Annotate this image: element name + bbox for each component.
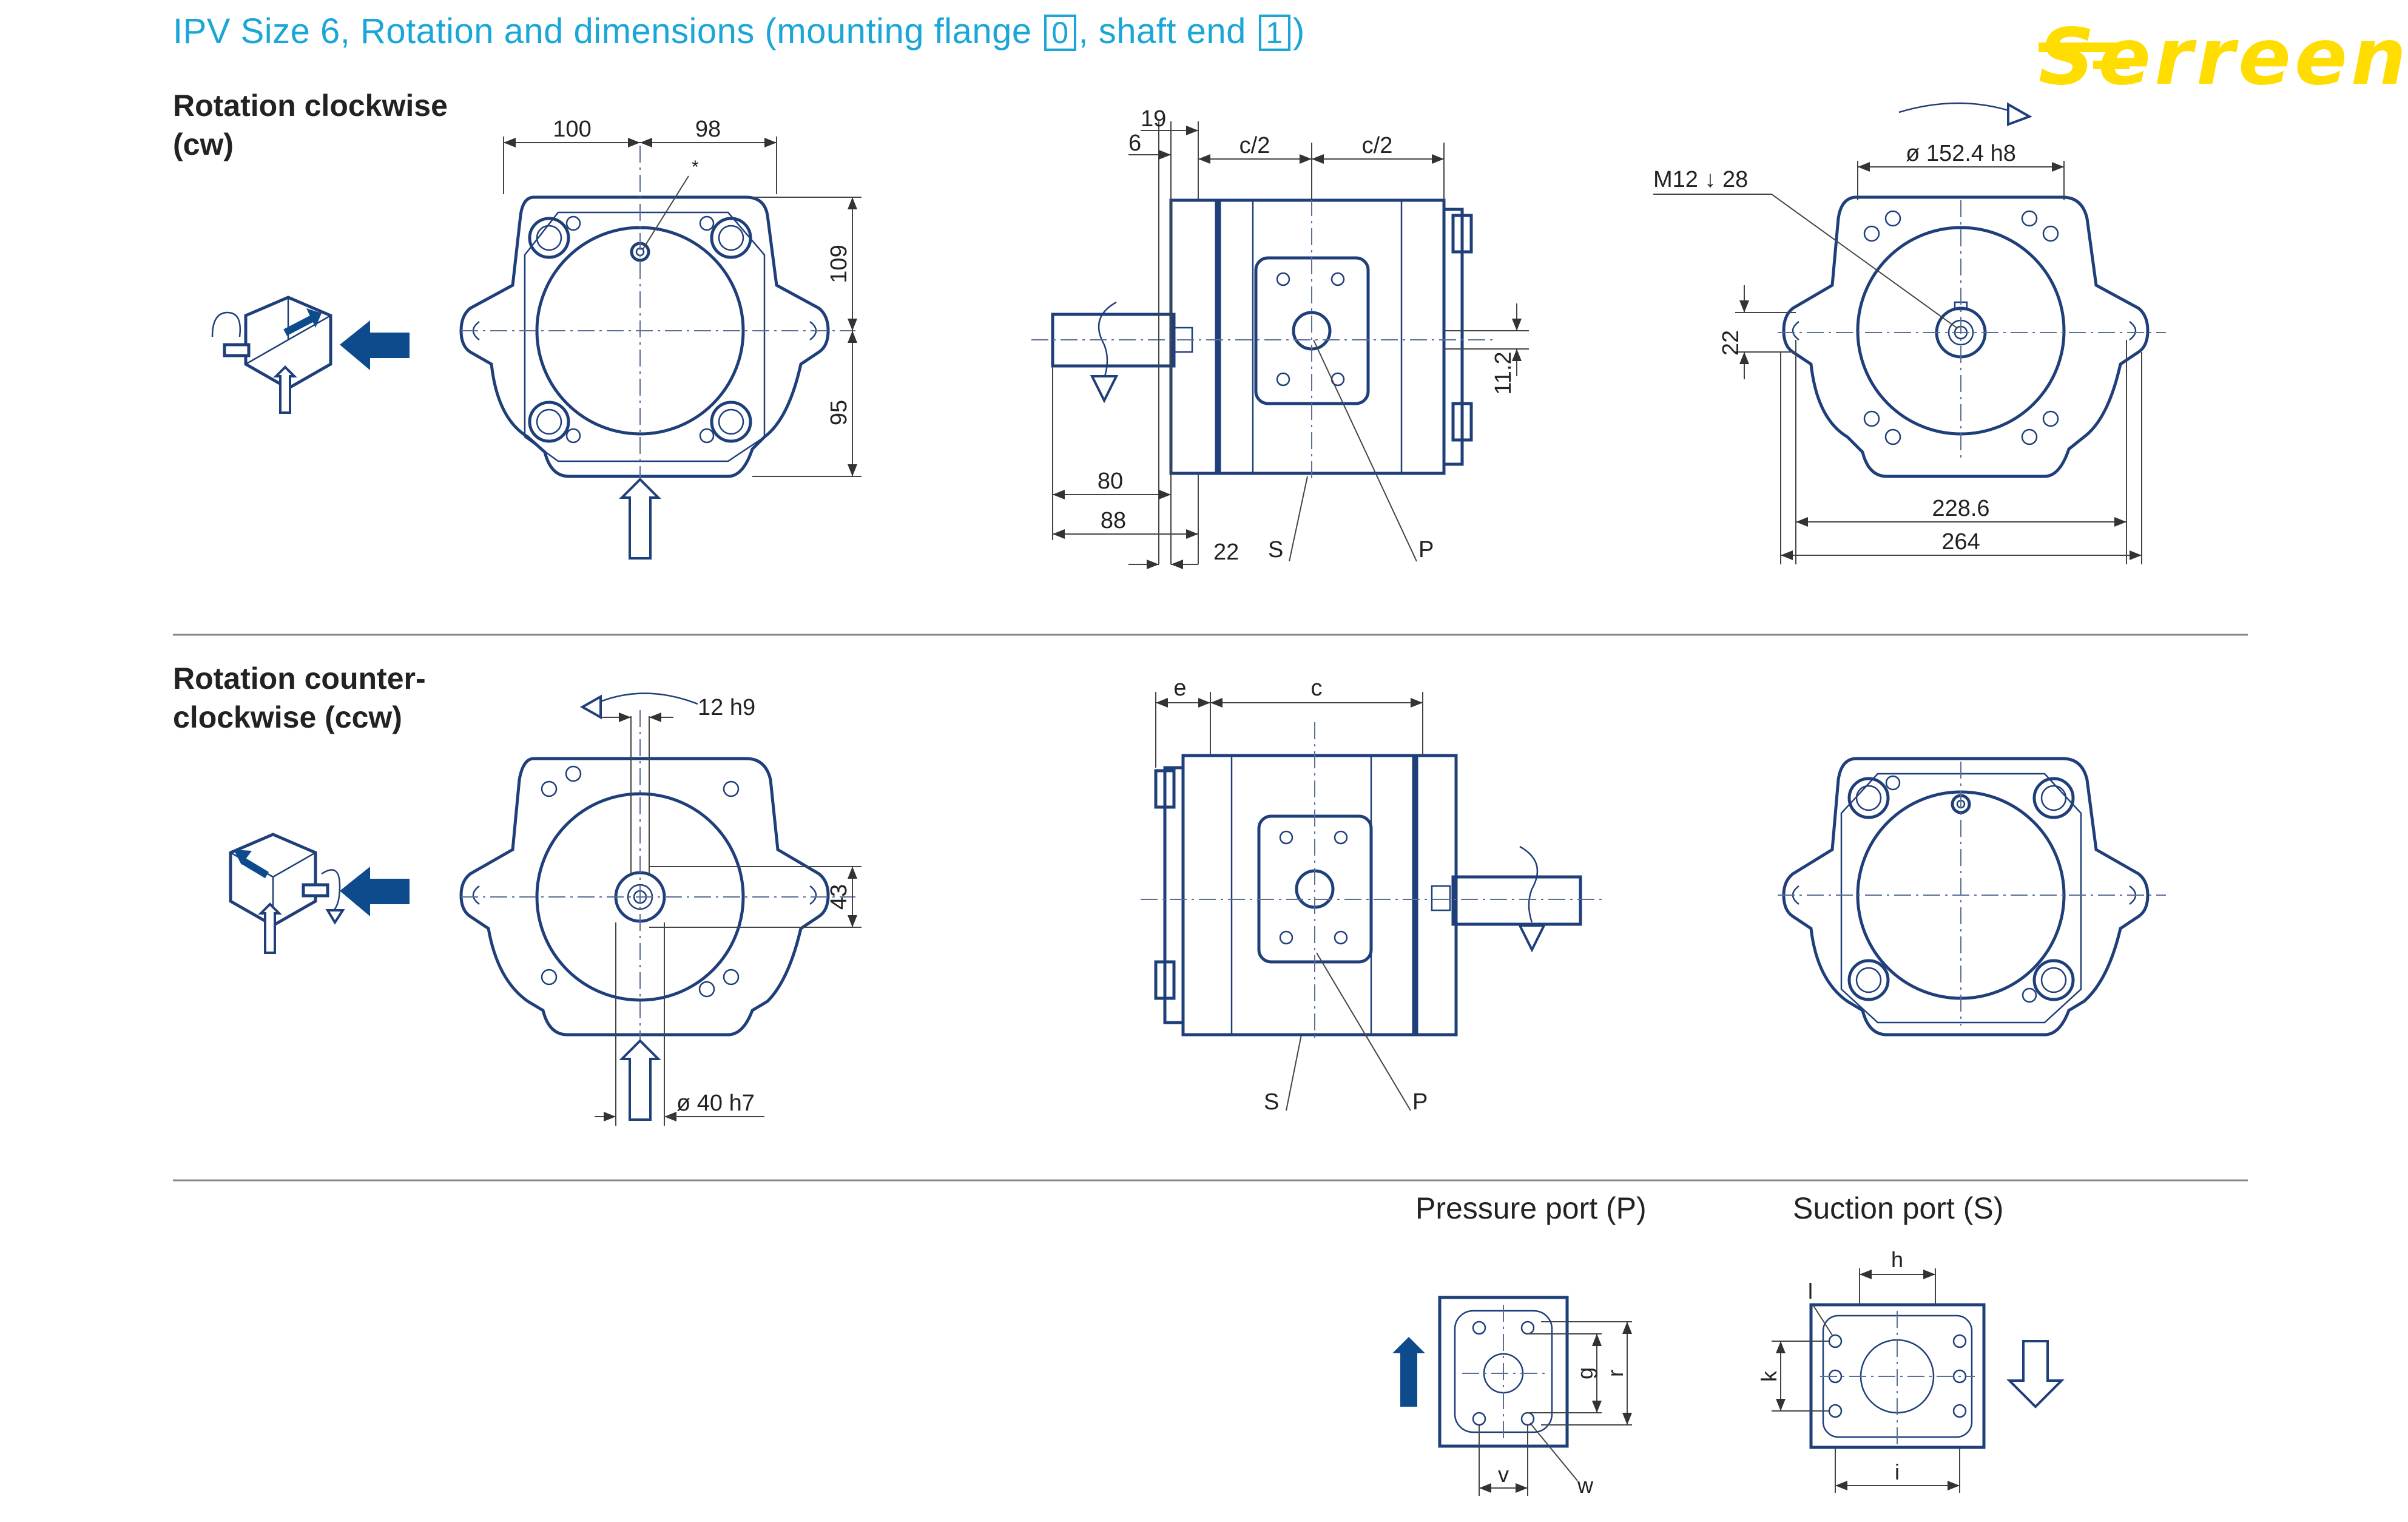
label-p-ccw: P: [1412, 1089, 1428, 1115]
dim-22-rear: 22: [1718, 330, 1744, 356]
dim-v: v: [1498, 1462, 1509, 1487]
label-p-cw: P: [1418, 537, 1434, 563]
flow-arrow-cw: [340, 320, 410, 370]
dim-i: i: [1895, 1459, 1900, 1484]
dim-228-6: 228.6: [1932, 496, 1989, 521]
title-end-text: ): [1292, 12, 1305, 51]
shaft-code-box: 1: [1258, 15, 1290, 51]
ccw-front-view: [459, 692, 855, 1121]
dim-43: 43: [826, 884, 852, 910]
dim-100: 100: [553, 117, 591, 142]
ccw-side-view: [1141, 722, 1602, 1038]
cw-rear-dims: M12 ↓ 28 ø 152.4 h8 22 228.6 264: [1653, 141, 2142, 564]
rotation-icon-cw: [211, 296, 410, 414]
dim-40-h7: ø 40 h7: [676, 1091, 755, 1116]
dim-r: r: [1603, 1370, 1628, 1377]
dim-11-2: 11.2: [1491, 351, 1516, 394]
dim-109: 109: [826, 245, 852, 283]
dim-95: 95: [826, 400, 852, 425]
logo-stripes: [2039, 42, 2130, 69]
cw-side-dims: 19 6 c/2 c/2 11.2 80 88 22 S P: [1052, 106, 1529, 569]
ccw-rear-view: [1778, 757, 2166, 1037]
dim-c-half-b: c/2: [1362, 133, 1393, 158]
dim-88: 88: [1101, 508, 1126, 533]
dim-g: g: [1573, 1367, 1597, 1379]
dim-bore-152: ø 152.4 h8: [1906, 141, 2016, 166]
cw-side-view: [1031, 170, 1492, 479]
cw-label-line2: (cw): [173, 127, 234, 161]
dim-98: 98: [695, 117, 721, 142]
dim-264: 264: [1941, 529, 1980, 555]
dim-thread: M12 ↓ 28: [1653, 167, 1748, 192]
pressure-port-title: Pressure port (P): [1415, 1191, 1647, 1225]
ccw-front-dims: 12 h9 43 ø 40 h7: [595, 695, 862, 1126]
title-text: IPV Size 6, Rotation and dimensions (mou…: [173, 12, 1042, 51]
dim-star: *: [692, 157, 699, 177]
logo-text: Serreen: [2039, 12, 2408, 103]
title-mid-text: , shaft end: [1078, 12, 1256, 51]
suction-port-title: Suction port (S): [1793, 1191, 2004, 1225]
brand-logo: Serreen: [2039, 12, 2408, 103]
dim-12-h9: 12 h9: [698, 695, 755, 720]
suction-port-detail: h l k i: [1756, 1247, 2065, 1493]
cw-front-view: [459, 146, 855, 560]
ccw-side-dims: e c S P: [1155, 675, 1428, 1115]
dim-l: l: [1808, 1279, 1813, 1304]
dim-c: c: [1311, 675, 1323, 701]
dim-k: k: [1756, 1370, 1781, 1382]
dim-19: 19: [1141, 106, 1166, 132]
inlet-arrow-ccw: [619, 1039, 661, 1121]
dim-h: h: [1891, 1247, 1903, 1272]
dim-w: w: [1577, 1473, 1594, 1498]
cw-rear-view: [1778, 102, 2166, 478]
cw-label-line1: Rotation clockwise: [173, 89, 448, 123]
section-label-ccw: Rotation counter- clockwise (ccw): [173, 659, 426, 737]
dim-e: e: [1173, 675, 1186, 701]
suction-arrow-down-icon: [2006, 1340, 2065, 1409]
dim-80: 80: [1098, 468, 1123, 494]
pressure-arrow-up-icon: [1392, 1337, 1425, 1407]
inlet-arrow-cw: [619, 478, 661, 560]
flow-arrow-ccw: [340, 867, 410, 916]
ccw-label-line2: clockwise (ccw): [173, 700, 402, 734]
dim-c-half-a: c/2: [1239, 133, 1270, 158]
label-s-ccw: S: [1264, 1089, 1279, 1115]
ccw-label-line1: Rotation counter-: [173, 661, 426, 695]
rotation-icon-ccw: [229, 833, 410, 954]
flange-code-box: 0: [1044, 15, 1076, 51]
label-s-cw: S: [1268, 537, 1283, 563]
pressure-port-detail: g r v w: [1392, 1296, 1632, 1498]
dim-22-side: 22: [1213, 539, 1239, 565]
page-title: IPV Size 6, Rotation and dimensions (mou…: [173, 11, 1305, 52]
cw-front-dims: 100 98 * 109 95: [503, 117, 862, 477]
dim-6: 6: [1128, 130, 1141, 156]
section-label-cw: Rotation clockwise (cw): [173, 86, 448, 164]
